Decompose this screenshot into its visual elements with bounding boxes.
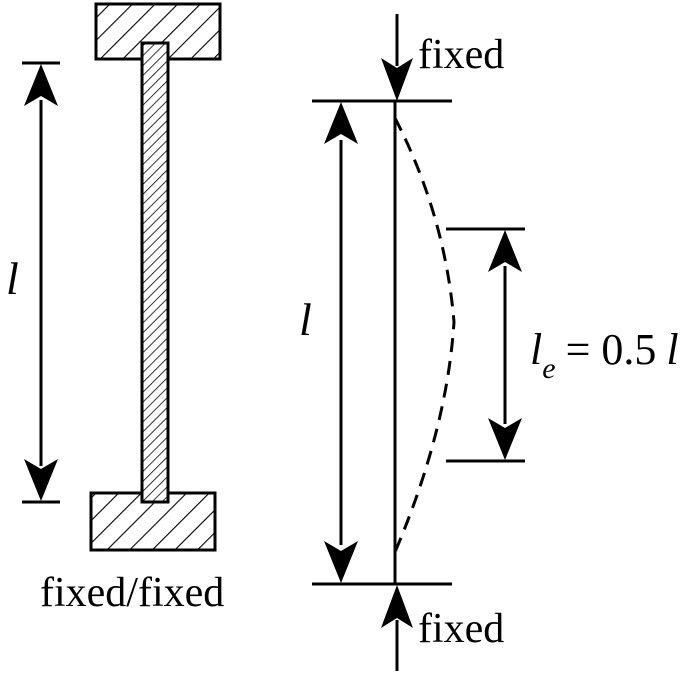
left-column-figure: l fixed/fixed bbox=[6, 2, 224, 616]
arrowhead-down bbox=[24, 459, 58, 501]
column-hatching bbox=[143, 44, 167, 501]
right-length-label: l bbox=[299, 294, 312, 345]
right-length-dimension bbox=[324, 102, 358, 583]
top-load-arrow bbox=[381, 14, 413, 101]
arrowhead-up bbox=[324, 102, 358, 144]
top-arrowhead bbox=[381, 58, 413, 101]
bottom-support-label: fixed bbox=[418, 606, 504, 652]
bottom-arrowhead bbox=[381, 585, 413, 628]
top-support-label: fixed bbox=[418, 32, 504, 78]
left-length-label: l bbox=[6, 253, 19, 304]
support-condition-label: fixed/fixed bbox=[40, 570, 224, 616]
effective-length-dimension bbox=[446, 227, 525, 463]
arrowhead-up bbox=[488, 230, 522, 272]
effective-length-unit: l bbox=[666, 325, 678, 374]
left-length-dimension bbox=[22, 61, 60, 504]
arrowhead-down bbox=[324, 541, 358, 583]
buckled-shape bbox=[393, 117, 456, 553]
effective-length-subscript: e bbox=[542, 352, 555, 385]
arrowhead-up bbox=[24, 64, 58, 106]
bottom-load-arrow bbox=[381, 585, 413, 671]
arrowhead-down bbox=[488, 418, 522, 460]
effective-length-symbol: l bbox=[530, 325, 542, 374]
effective-length-equals: = 0.5 bbox=[566, 325, 657, 374]
